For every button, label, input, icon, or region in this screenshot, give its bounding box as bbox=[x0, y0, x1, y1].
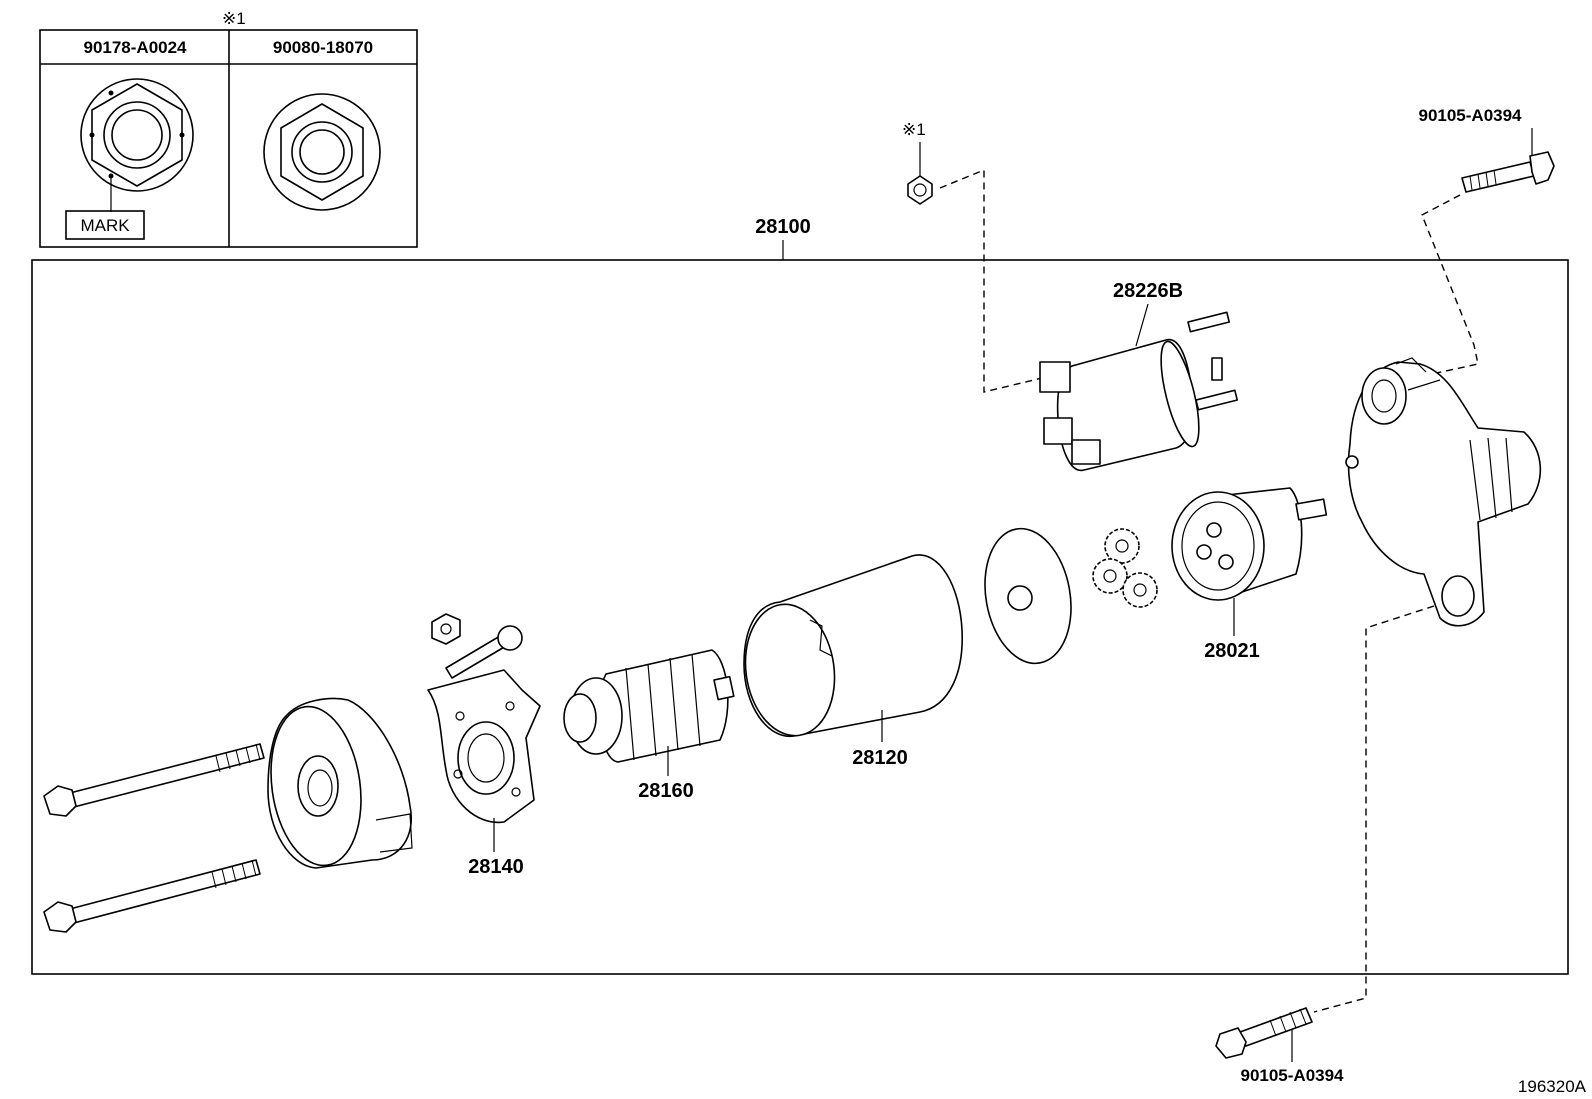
through-bolt-lower-icon bbox=[43, 859, 261, 933]
top-bolt-part-number[interactable]: 90105-A0394 bbox=[1418, 106, 1522, 125]
assembly-number[interactable]: 28100 bbox=[755, 216, 811, 238]
assembly-frame bbox=[31, 259, 1569, 975]
flange-nut-marked-icon bbox=[80, 78, 194, 212]
through-bolt-upper-icon bbox=[43, 743, 265, 817]
drive-housing-icon bbox=[1345, 357, 1542, 627]
nut-note-mark: ※1 bbox=[902, 120, 926, 139]
small-nut-icon bbox=[431, 613, 461, 645]
yoke-icon bbox=[743, 554, 963, 737]
nut-variant-inset: ※1 90178-A0024 90080-18070 MARK bbox=[39, 9, 418, 248]
end-frame-icon bbox=[267, 697, 413, 869]
yoke-part-number[interactable]: 28120 bbox=[852, 747, 908, 769]
mounting-bolt-bottom-icon bbox=[1215, 1007, 1313, 1059]
gear-plate-icon bbox=[984, 527, 1072, 665]
inset-note-mark: ※1 bbox=[222, 9, 246, 28]
flange-nut-icon bbox=[263, 93, 381, 211]
mounting-bolt-top-icon bbox=[1461, 151, 1555, 193]
solenoid-switch-icon bbox=[1039, 311, 1239, 472]
bottom-bolt-part-number[interactable]: 90105-A0394 bbox=[1240, 1066, 1344, 1085]
figure-id: 196320A bbox=[1518, 1077, 1587, 1096]
brush-screw-icon bbox=[445, 625, 523, 679]
brush-holder-icon bbox=[427, 669, 541, 824]
inset-left-part-number[interactable]: 90178-A0024 bbox=[83, 38, 187, 57]
armature-part-number[interactable]: 28160 bbox=[638, 780, 694, 802]
solenoid-part-number[interactable]: 28226B bbox=[1113, 280, 1183, 302]
mark-label: MARK bbox=[80, 216, 130, 235]
drive-gear-part-number[interactable]: 28021 bbox=[1204, 640, 1260, 662]
hex-nut-icon bbox=[907, 175, 933, 205]
overrunning-clutch-icon bbox=[1171, 487, 1328, 601]
planetary-gears-icon bbox=[1092, 528, 1158, 608]
inset-right-part-number[interactable]: 90080-18070 bbox=[273, 38, 373, 57]
brush-holder-part-number[interactable]: 28140 bbox=[468, 856, 524, 878]
armature-icon bbox=[563, 649, 735, 763]
